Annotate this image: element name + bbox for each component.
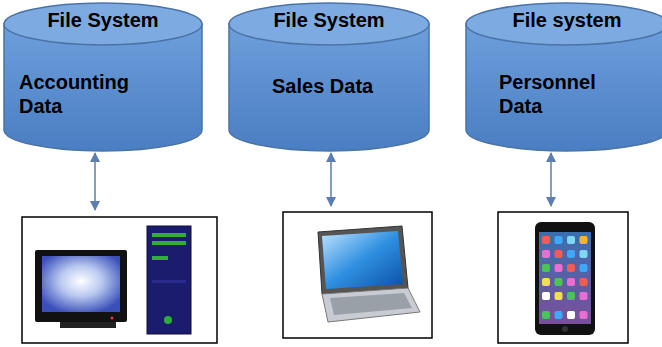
tablet	[498, 212, 628, 343]
double-arrow	[95, 153, 551, 210]
cylinder-label: Sales Data	[272, 74, 396, 98]
laptop	[283, 212, 432, 338]
database-cylinder: File systemPersonnel Data	[465, 2, 662, 152]
cylinder-heading: File system	[465, 8, 662, 32]
cylinder-heading: File System	[228, 8, 430, 32]
cylinder-heading: File System	[3, 8, 203, 32]
cylinder-label: Personnel Data	[499, 70, 635, 118]
cylinder-label: Accounting Data	[19, 70, 169, 118]
desktop-computer	[22, 217, 217, 343]
database-cylinder: File SystemAccounting Data	[3, 2, 203, 152]
database-cylinder: File SystemSales Data	[228, 2, 430, 152]
